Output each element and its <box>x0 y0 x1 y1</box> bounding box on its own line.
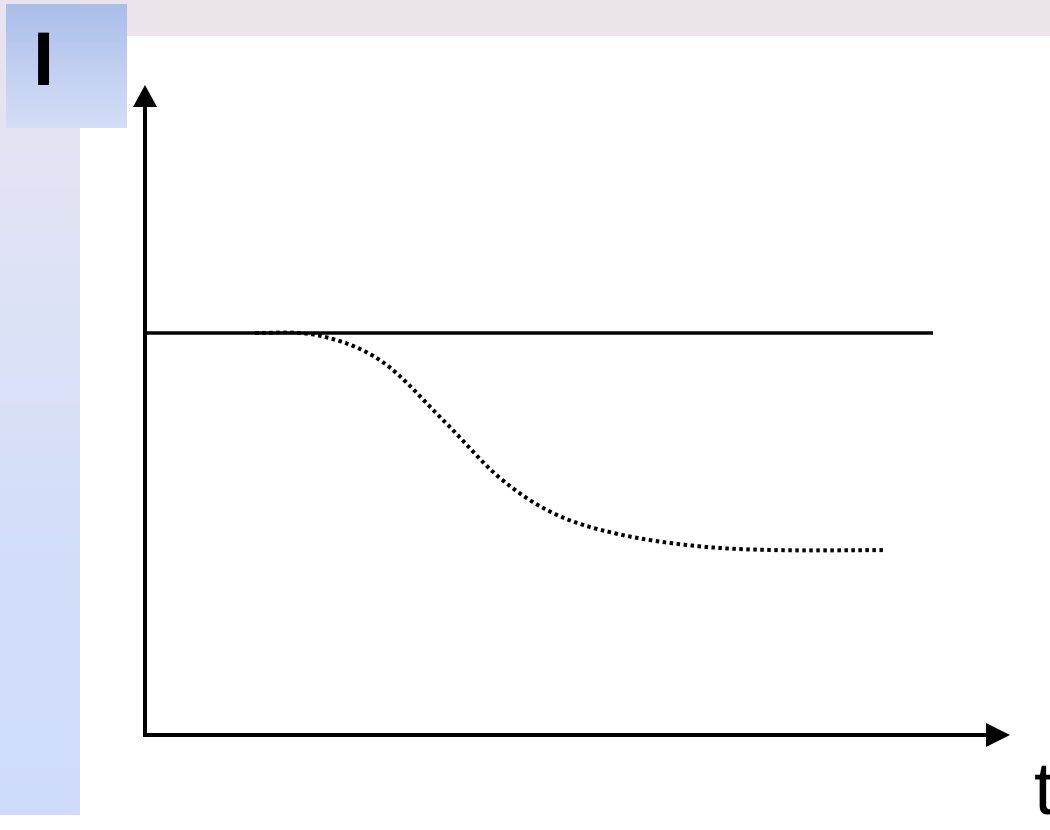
series-dotted-curve <box>255 330 886 553</box>
y-axis-arrow <box>133 85 157 107</box>
axes <box>133 85 1010 747</box>
y-label-box: I <box>6 4 127 128</box>
side-band <box>0 0 80 815</box>
x-axis-arrow <box>986 723 1010 747</box>
y-axis-label: I <box>33 17 55 102</box>
x-axis-label: t <box>1034 747 1050 830</box>
top-band <box>0 0 1050 36</box>
series-layer <box>145 330 933 553</box>
